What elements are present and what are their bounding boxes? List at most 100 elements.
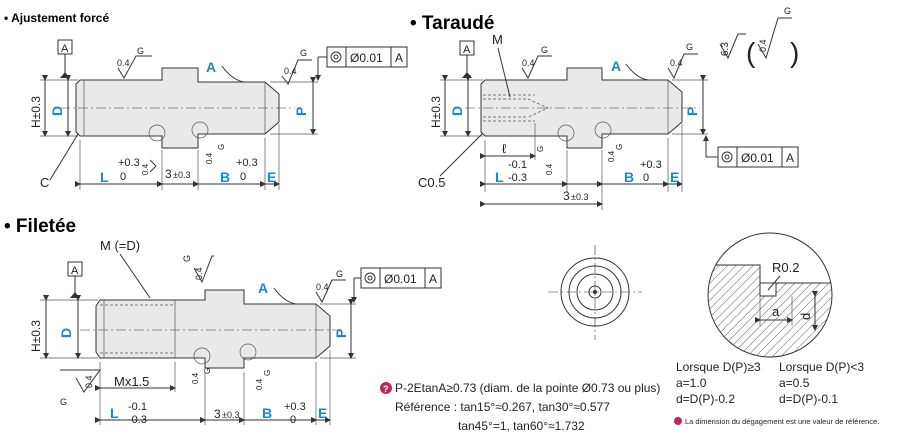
svg-text:0.4: 0.4 <box>758 39 768 52</box>
svg-text:?: ? <box>383 384 389 394</box>
section-title-tapped: • Taraudé <box>410 13 494 34</box>
svg-text:-0.1: -0.1 <box>508 159 527 171</box>
datum-box-label: A <box>61 43 69 55</box>
relief-mark <box>148 124 166 142</box>
svg-text:3: 3 <box>563 189 570 203</box>
svg-text:a=0.5: a=0.5 <box>779 376 810 390</box>
svg-text:G: G <box>263 370 272 376</box>
relief-col1-title: Lorsque D(P)≥3 <box>676 360 761 374</box>
svg-text:H±0.3: H±0.3 <box>29 320 43 352</box>
svg-text:A: A <box>463 44 471 56</box>
svg-text:0.4: 0.4 <box>670 58 683 68</box>
svg-text:G: G <box>784 6 791 16</box>
svg-text:G: G <box>300 48 307 58</box>
svg-text:A: A <box>786 151 794 165</box>
dim-C: C <box>40 175 49 190</box>
svg-text:G: G <box>203 368 212 374</box>
svg-text:D: D <box>58 328 74 338</box>
dim-M-eq-D: M (=D) <box>100 238 140 253</box>
svg-text:0.4: 0.4 <box>141 163 150 175</box>
dim-Mx: Mx1.5 <box>114 374 149 389</box>
svg-text:G: G <box>615 144 624 150</box>
dim-B: B <box>220 169 230 185</box>
dim-R02: R0.2 <box>772 260 799 275</box>
press-fit-drawing: • Ajustement forcé A H±0.3 D P A 0.4 G 0… <box>4 11 408 190</box>
svg-text:±0.3: ±0.3 <box>173 170 190 180</box>
svg-text:0.4: 0.4 <box>191 372 200 384</box>
svg-text:0: 0 <box>120 171 126 183</box>
svg-text:+0.3: +0.3 <box>236 157 258 169</box>
svg-text:0.4: 0.4 <box>84 375 94 388</box>
dim-C05: C0.5 <box>418 175 445 190</box>
svg-text:L: L <box>110 405 119 421</box>
svg-text:+0.3: +0.3 <box>118 157 140 169</box>
svg-text:0: 0 <box>240 171 246 183</box>
svg-text:E: E <box>670 169 679 185</box>
note-warning-icon <box>380 382 392 394</box>
runout-datum: A <box>395 51 403 65</box>
section-title-threaded: • Filetée <box>4 216 76 237</box>
relief-footnote: La dimension du dégagement est une valeu… <box>685 417 879 426</box>
svg-text:0: 0 <box>643 172 649 184</box>
svg-text:A: A <box>611 58 621 74</box>
dim-E: E <box>267 169 276 185</box>
svg-text:0.4: 0.4 <box>117 58 130 68</box>
svg-text:P: P <box>333 329 349 338</box>
note-line-3: tan45°=1, tan60°≈1.732 <box>458 419 585 433</box>
dim-a: a <box>772 304 780 319</box>
svg-text:G: G <box>686 42 693 52</box>
svg-text:D: D <box>449 106 465 116</box>
dim-d: d <box>798 313 813 320</box>
svg-text:3: 3 <box>214 407 221 421</box>
svg-text:a=1.0: a=1.0 <box>676 376 707 390</box>
section-title-press-fit: • Ajustement forcé <box>4 11 109 25</box>
svg-text:-0.3: -0.3 <box>128 414 147 426</box>
svg-text:G: G <box>536 146 545 152</box>
svg-text:A: A <box>258 280 268 296</box>
svg-text:H±0.3: H±0.3 <box>429 96 443 128</box>
svg-text:G: G <box>217 144 226 150</box>
tapped-drawing: • Taraudé M A H±0.3 D P A 0.4 G <box>410 6 799 210</box>
dim-L: L <box>100 169 109 185</box>
note-line-2: Référence : tan15°≈0.267, tan30°≈0.577 <box>395 400 610 414</box>
svg-text:B: B <box>262 405 272 421</box>
svg-text:): ) <box>790 37 799 68</box>
runout-value: Ø0.01 <box>350 51 383 65</box>
dim-H: H±0.3 <box>29 96 43 128</box>
svg-text:G: G <box>182 255 192 262</box>
svg-text:0.4: 0.4 <box>545 163 554 175</box>
svg-text:0.4: 0.4 <box>194 267 204 280</box>
relief-mark <box>191 121 209 139</box>
svg-text:±0.3: ±0.3 <box>222 410 239 420</box>
footnote-icon <box>674 417 682 425</box>
svg-text:-0.1: -0.1 <box>128 401 147 413</box>
dim-ell: ℓ <box>502 141 507 156</box>
svg-text:G: G <box>541 45 548 55</box>
svg-text:3: 3 <box>165 167 172 181</box>
end-view <box>548 245 642 340</box>
note-line-1: P-2EtanA≥0.73 (diam. de la pointe Ø0.73 … <box>395 381 660 395</box>
relief-detail: R0.2 a d Lorsque D(P)≥3 a=1.0 d=D(P)-0.2… <box>674 232 879 426</box>
dim-P: P <box>293 107 309 116</box>
dim-D: D <box>49 106 65 116</box>
svg-text:0.4: 0.4 <box>607 150 616 162</box>
svg-text:d=D(P)-0.2: d=D(P)-0.2 <box>676 392 735 406</box>
svg-text:E: E <box>318 405 327 421</box>
svg-text:0.4: 0.4 <box>255 378 264 390</box>
threaded-pin-body <box>95 289 331 369</box>
svg-text:L: L <box>495 169 504 185</box>
dim-A: A <box>206 59 216 75</box>
svg-text:(: ( <box>746 37 756 68</box>
svg-text:+0.3: +0.3 <box>640 159 662 171</box>
svg-text:0: 0 <box>290 414 296 426</box>
svg-text:A: A <box>71 265 79 277</box>
threaded-drawing: • Filetée M (=D) A H±0.3 D P A 0.4 G 0.4 <box>4 216 660 433</box>
svg-text:+0.3: +0.3 <box>284 401 306 413</box>
svg-text:G: G <box>60 397 67 407</box>
svg-text:P: P <box>684 107 700 116</box>
svg-text:A: A <box>429 272 437 286</box>
svg-text:6.3: 6.3 <box>720 42 731 56</box>
svg-text:Ø0.01: Ø0.01 <box>741 151 774 165</box>
svg-text:0.4: 0.4 <box>316 282 329 292</box>
